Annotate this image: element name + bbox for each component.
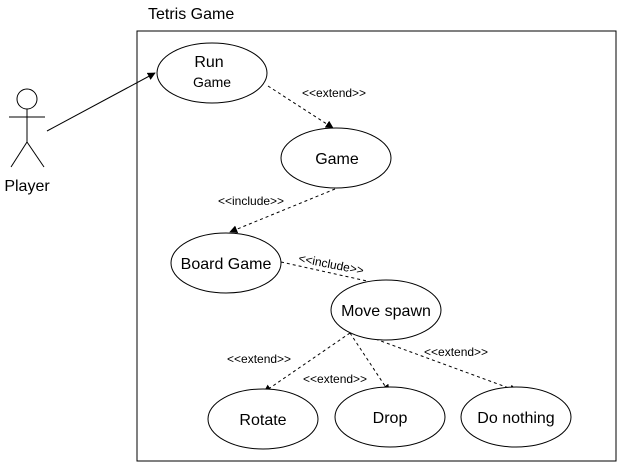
relation-game-include-board (229, 188, 336, 233)
relation-move-extend-donothing (369, 336, 518, 393)
use-case-do-nothing-shape (460, 386, 572, 448)
relation-game-include-board-label: <<include>> (218, 194, 284, 208)
use-case-rotate[interactable]: Rotate (207, 388, 319, 450)
use-case-run-game[interactable]: Run Game (156, 42, 268, 104)
use-case-board-game[interactable]: Board Game (170, 232, 282, 294)
relation-move-extend-rotate (263, 332, 351, 393)
use-case-run-game-shape (156, 42, 268, 104)
use-case-do-nothing[interactable]: Do nothing (460, 386, 572, 448)
use-case-rotate-label: Rotate (239, 412, 286, 429)
use-case-do-nothing-label: Do nothing (477, 410, 554, 427)
use-case-move-spawn-shape (330, 279, 442, 341)
use-case-board-game-shape (170, 232, 282, 294)
use-case-board-game-label: Board Game (181, 256, 272, 273)
system-title: Tetris Game (148, 6, 234, 23)
relation-run-extend-game-label: <<extend>> (302, 86, 366, 100)
actor-right-leg (26, 141, 45, 168)
use-case-game-label: Game (315, 151, 359, 168)
use-case-rotate-shape (207, 388, 319, 450)
use-case-game-shape (280, 127, 392, 189)
use-case-game[interactable]: Game (280, 127, 392, 189)
association-player-run-game (46, 72, 156, 132)
actor-left-leg (10, 141, 28, 168)
relation-run-extend-game (267, 85, 334, 129)
relation-move-extend-drop-label: <<extend>> (303, 372, 367, 386)
relation-board-include-move-label: <<include>> (297, 251, 365, 277)
actor-head (16, 88, 38, 110)
use-case-move-spawn[interactable]: Move spawn (330, 279, 442, 341)
actor-player[interactable]: Player (4, 88, 50, 195)
use-case-drop[interactable]: Drop (334, 386, 446, 448)
use-case-drop-shape (334, 386, 446, 448)
use-case-drop-label: Drop (373, 410, 408, 427)
use-case-run-game-line2: Game (193, 74, 231, 90)
actor-label: Player (4, 178, 50, 195)
relation-move-extend-rotate-label: <<extend>> (227, 352, 291, 366)
use-case-move-spawn-label: Move spawn (341, 303, 431, 320)
system-boundary (136, 30, 617, 462)
relation-move-extend-donothing-label: <<extend>> (424, 345, 488, 359)
use-case-run-game-line1: Run (194, 54, 223, 71)
